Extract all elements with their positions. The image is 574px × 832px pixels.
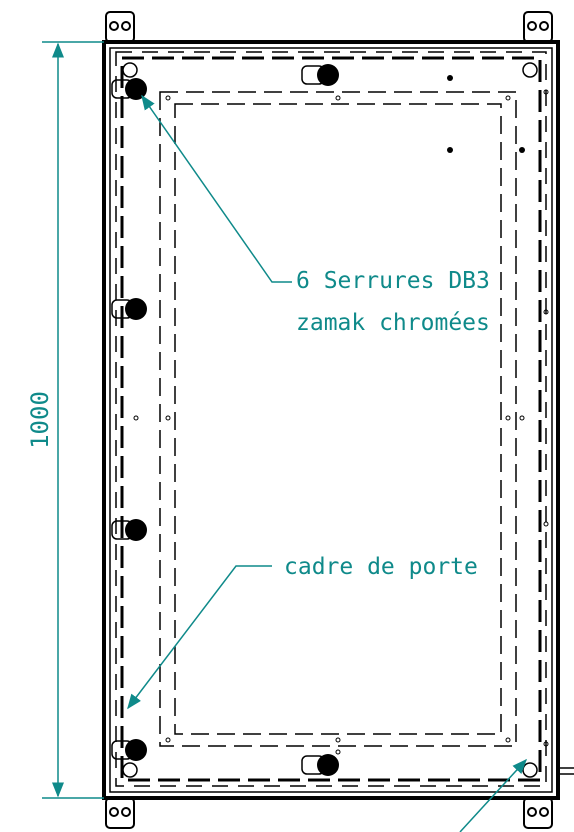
- lock-left-1: [111, 78, 147, 100]
- door-frame-leader: [127, 565, 272, 710]
- hinge-leader: [459, 758, 528, 832]
- bottom-left-bracket: [105, 797, 135, 829]
- inner-panel-inner: [174, 103, 502, 735]
- locks-label: 6 Serrures DB3: [296, 268, 490, 294]
- panel-dots: [447, 75, 525, 153]
- height-dimension: [42, 41, 104, 799]
- height-dimension-label: 1000: [26, 391, 54, 449]
- cabinet-outer-frame: [102, 40, 560, 800]
- door-frame-dashed: [120, 56, 542, 782]
- panel-holes: [133, 89, 549, 755]
- right-hinge-tabs: [558, 767, 574, 775]
- door-frame-label: cadre de porte: [284, 554, 478, 580]
- lock-top: [301, 64, 339, 86]
- cabinet-inner-frame: [109, 47, 553, 793]
- bottom-right-bracket: [523, 797, 553, 829]
- lock-bottom: [301, 754, 339, 776]
- corner-hinges: [122, 62, 538, 778]
- top-right-bracket: [523, 11, 553, 43]
- lock-left-4: [111, 739, 147, 761]
- locks-material-label: zamak chromées: [296, 310, 490, 336]
- locks-leader: [141, 94, 292, 283]
- lock-left-2: [111, 298, 147, 320]
- lock-left-3: [111, 519, 147, 541]
- inner-panel-outer: [159, 91, 517, 747]
- top-left-bracket: [105, 11, 135, 43]
- door-frame-dashed-outer: [115, 51, 547, 787]
